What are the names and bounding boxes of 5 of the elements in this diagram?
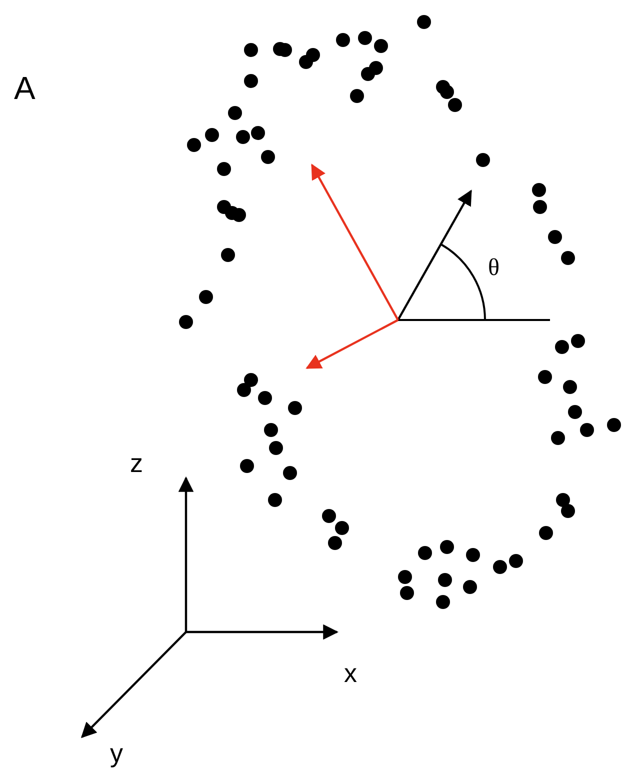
axis-label: x xyxy=(344,660,357,686)
panel-label: A xyxy=(14,72,36,104)
axis-label: z xyxy=(130,450,143,476)
angle-label: θ xyxy=(488,256,500,280)
axis-label: y xyxy=(110,740,123,766)
